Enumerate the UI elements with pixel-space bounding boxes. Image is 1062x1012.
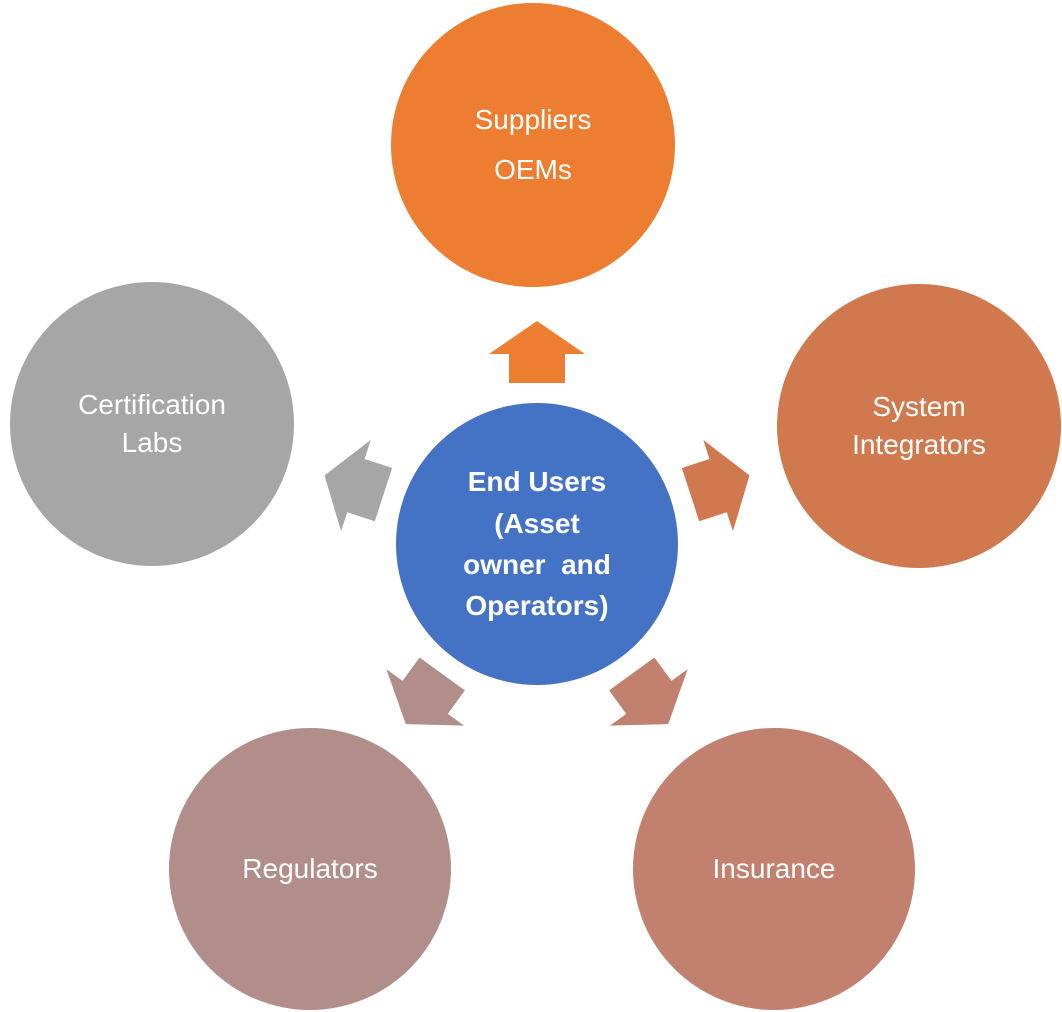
node-certification-labs-label: Certification Labs (78, 386, 226, 462)
label-line: Integrators (852, 429, 986, 460)
label-line: End Users (467, 466, 607, 498)
label-line: owner and (463, 549, 611, 580)
label-line: Labs (121, 427, 183, 458)
arrow-to-system-integrators-icon (681, 439, 750, 532)
node-suppliers-oems-circle: Suppliers OEMs (391, 3, 675, 287)
arrow-to-regulators-icon (386, 657, 465, 726)
node-insurance-circle: Insurance (633, 728, 915, 1010)
node-end-users-label: End Users (Asset owner and Operators) (463, 461, 611, 627)
node-suppliers-oems-label: Suppliers OEMs (475, 95, 592, 196)
label-line: (Asset (494, 507, 580, 539)
node-system-integrators-label: System Integrators (852, 388, 986, 464)
arrow-to-suppliers-oems-icon (489, 321, 585, 383)
label-line: System (872, 390, 966, 422)
node-system-integrators-circle: System Integrators (777, 284, 1061, 568)
node-regulators-label: Regulators (242, 850, 377, 888)
node-certification-labs-circle: Certification Labs (10, 282, 294, 566)
label-line: Regulators (242, 852, 378, 884)
node-insurance-label: Insurance (713, 850, 836, 888)
label-line: Operators) (465, 590, 609, 622)
label-line: Suppliers (474, 103, 592, 135)
label-line: Certification (78, 388, 226, 420)
label-line: OEMs (494, 154, 572, 185)
arrow-to-certification-labs-icon (324, 439, 393, 532)
arrow-to-insurance-icon (609, 657, 688, 726)
node-end-users-circle: End Users (Asset owner and Operators) (396, 403, 678, 685)
label-line: Insurance (712, 852, 836, 884)
node-regulators-circle: Regulators (169, 728, 451, 1010)
